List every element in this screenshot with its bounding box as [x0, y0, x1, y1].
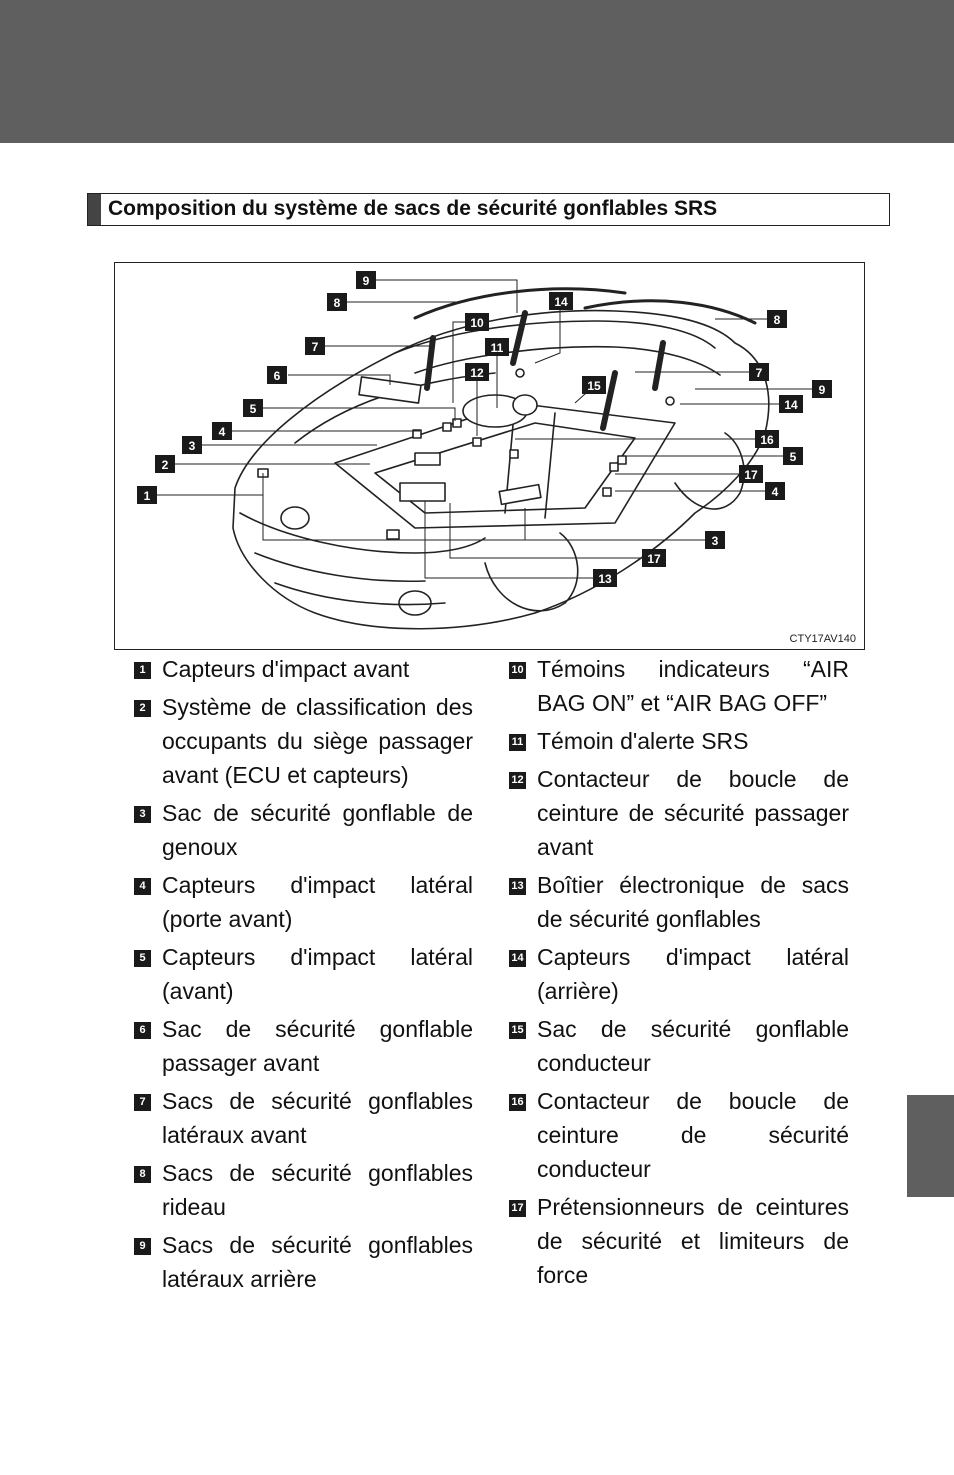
legend-item: 17 Prétensionneurs de ceintures de sécuri… — [509, 1190, 849, 1292]
legend-text: Témoin d'alerte SRS — [537, 728, 749, 754]
svg-text:10: 10 — [470, 316, 484, 330]
legend-item: 3 Sac de sécurité gonflable de genoux — [134, 796, 473, 864]
legend-number-badge: 16 — [509, 1094, 526, 1111]
legend-number-badge: 1 — [134, 662, 151, 679]
legend-text: Sacs de sécurité gonflables latéraux arr… — [162, 1232, 473, 1292]
chapter-side-tab — [907, 1095, 954, 1197]
legend-text: Contacteur de boucle de ceinture de sécu… — [537, 1088, 849, 1182]
legend-number-badge: 11 — [509, 734, 526, 751]
svg-text:8: 8 — [774, 313, 781, 327]
svg-text:8: 8 — [334, 296, 341, 310]
svg-text:13: 13 — [598, 572, 612, 586]
svg-text:16: 16 — [760, 433, 774, 447]
legend-item: 2 Système de classification des occupants… — [134, 690, 473, 792]
legend-item: 8 Sacs de sécurité gonflables rideau — [134, 1156, 473, 1224]
legend-text: Témoins indicateurs “AIR BAG ON” et “AIR… — [537, 656, 849, 716]
legend-text: Sac de sécurité gonflable de genoux — [162, 800, 473, 860]
svg-text:15: 15 — [587, 379, 601, 393]
legend-text: Boîtier électronique de sacs de sécurité… — [537, 872, 849, 932]
legend-text: Système de classification des occupants … — [162, 694, 473, 788]
legend-number-badge: 14 — [509, 950, 526, 967]
legend-number-badge: 5 — [134, 950, 151, 967]
legend-item: 12 Contacteur de boucle de ceinture de sé… — [509, 762, 849, 864]
svg-text:7: 7 — [756, 366, 763, 380]
legend-text: Capteurs d'impact latéral (arrière) — [537, 944, 849, 1004]
legend-text: Capteurs d'impact avant — [162, 656, 410, 682]
svg-text:6: 6 — [274, 369, 281, 383]
legend-item: 4 Capteurs d'impact latéral (porte avant) — [134, 868, 473, 936]
svg-text:17: 17 — [744, 468, 758, 482]
legend-item: 1 Capteurs d'impact avant — [134, 652, 473, 686]
figure-code: CTY17AV140 — [789, 633, 856, 645]
svg-text:11: 11 — [491, 341, 504, 355]
legend-item: 16 Contacteur de boucle de ceinture de sé… — [509, 1084, 849, 1186]
legend-number-badge: 6 — [134, 1022, 151, 1039]
legend-item: 14 Capteurs d'impact latéral (arrière) — [509, 940, 849, 1008]
section-header: Composition du système de sacs de sécuri… — [87, 193, 890, 226]
svg-text:4: 4 — [772, 485, 779, 499]
svg-text:2: 2 — [162, 458, 169, 472]
legend-item: 7 Sacs de sécurité gonflables latéraux av… — [134, 1084, 473, 1152]
legend-text: Contacteur de boucle de ceinture de sécu… — [537, 766, 849, 860]
legend-right-column: 10 Témoins indicateurs “AIR BAG ON” et “A… — [509, 652, 849, 1296]
legend-text: Capteurs d'impact latéral (porte avant) — [162, 872, 473, 932]
section-title: Composition du système de sacs de sécuri… — [108, 197, 718, 220]
legend-text: Sac de sécurité gonflable passager avant — [162, 1016, 473, 1076]
legend-item: 10 Témoins indicateurs “AIR BAG ON” et “A… — [509, 652, 849, 720]
legend-item: 5 Capteurs d'impact latéral (avant) — [134, 940, 473, 1008]
svg-text:3: 3 — [189, 439, 196, 453]
legend-number-badge: 10 — [509, 662, 526, 679]
legend-number-badge: 9 — [134, 1238, 151, 1255]
legend-item: 13 Boîtier électronique de sacs de sécuri… — [509, 868, 849, 936]
svg-text:5: 5 — [790, 450, 797, 464]
svg-text:9: 9 — [363, 274, 370, 288]
svg-text:5: 5 — [250, 402, 257, 416]
svg-text:3: 3 — [712, 534, 719, 548]
svg-text:17: 17 — [647, 552, 661, 566]
legend-text: Prétensionneurs de ceintures de sécurité… — [537, 1194, 849, 1288]
legend-left-column: 1 Capteurs d'impact avant 2 Système de cla… — [134, 652, 473, 1300]
legend-text: Sac de sécurité gonflable conducteur — [537, 1016, 849, 1076]
legend-item: 15 Sac de sécurité gonflable conducteur — [509, 1012, 849, 1080]
svg-text:1: 1 — [144, 489, 151, 503]
svg-text:9: 9 — [819, 383, 826, 397]
section-header-bar — [88, 194, 101, 225]
legend-item: 11 Témoin d'alerte SRS — [509, 724, 849, 758]
car-illustration: 1 2 3 4 5 6 7 8 9 10 11 12 14 15 8 7 9 1… — [137, 271, 832, 630]
svg-text:7: 7 — [312, 340, 319, 354]
legend-text: Capteurs d'impact latéral (avant) — [162, 944, 473, 1004]
svg-text:14: 14 — [554, 295, 568, 309]
legend-number-badge: 15 — [509, 1022, 526, 1039]
legend-number-badge: 13 — [509, 878, 526, 895]
legend-number-badge: 7 — [134, 1094, 151, 1111]
legend-number-badge: 17 — [509, 1200, 526, 1217]
airbag-system-figure: 1 2 3 4 5 6 7 8 9 10 11 12 14 15 8 7 9 1… — [114, 262, 865, 650]
legend-number-badge: 12 — [509, 772, 526, 789]
legend-number-badge: 4 — [134, 878, 151, 895]
legend-number-badge: 8 — [134, 1166, 151, 1183]
legend-text: Sacs de sécurité gonflables latéraux ava… — [162, 1088, 473, 1148]
legend-number-badge: 3 — [134, 806, 151, 823]
legend-item: 9 Sacs de sécurité gonflables latéraux ar… — [134, 1228, 473, 1296]
legend-text: Sacs de sécurité gonflables rideau — [162, 1160, 473, 1220]
svg-text:4: 4 — [219, 425, 226, 439]
svg-text:14: 14 — [784, 398, 798, 412]
callout-tags: 1 2 3 4 5 6 7 8 9 10 11 12 14 15 8 7 9 1… — [137, 271, 832, 587]
svg-text:12: 12 — [470, 366, 484, 380]
legend-number-badge: 2 — [134, 700, 151, 717]
top-banner — [0, 0, 954, 143]
legend-item: 6 Sac de sécurité gonflable passager avan… — [134, 1012, 473, 1080]
